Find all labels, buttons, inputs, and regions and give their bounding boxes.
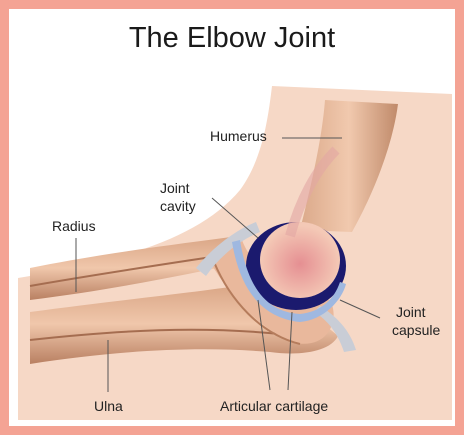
- humerus-head: [260, 222, 340, 298]
- label-radius: Radius: [52, 218, 96, 235]
- label-joint-cavity-1: Joint: [160, 180, 190, 197]
- label-humerus: Humerus: [210, 128, 267, 145]
- label-joint-capsule-2: capsule: [392, 322, 440, 339]
- label-articular-cartilage: Articular cartilage: [220, 398, 328, 415]
- label-joint-cavity-2: cavity: [160, 198, 196, 215]
- label-ulna: Ulna: [94, 398, 123, 415]
- label-joint-capsule-1: Joint: [396, 304, 426, 321]
